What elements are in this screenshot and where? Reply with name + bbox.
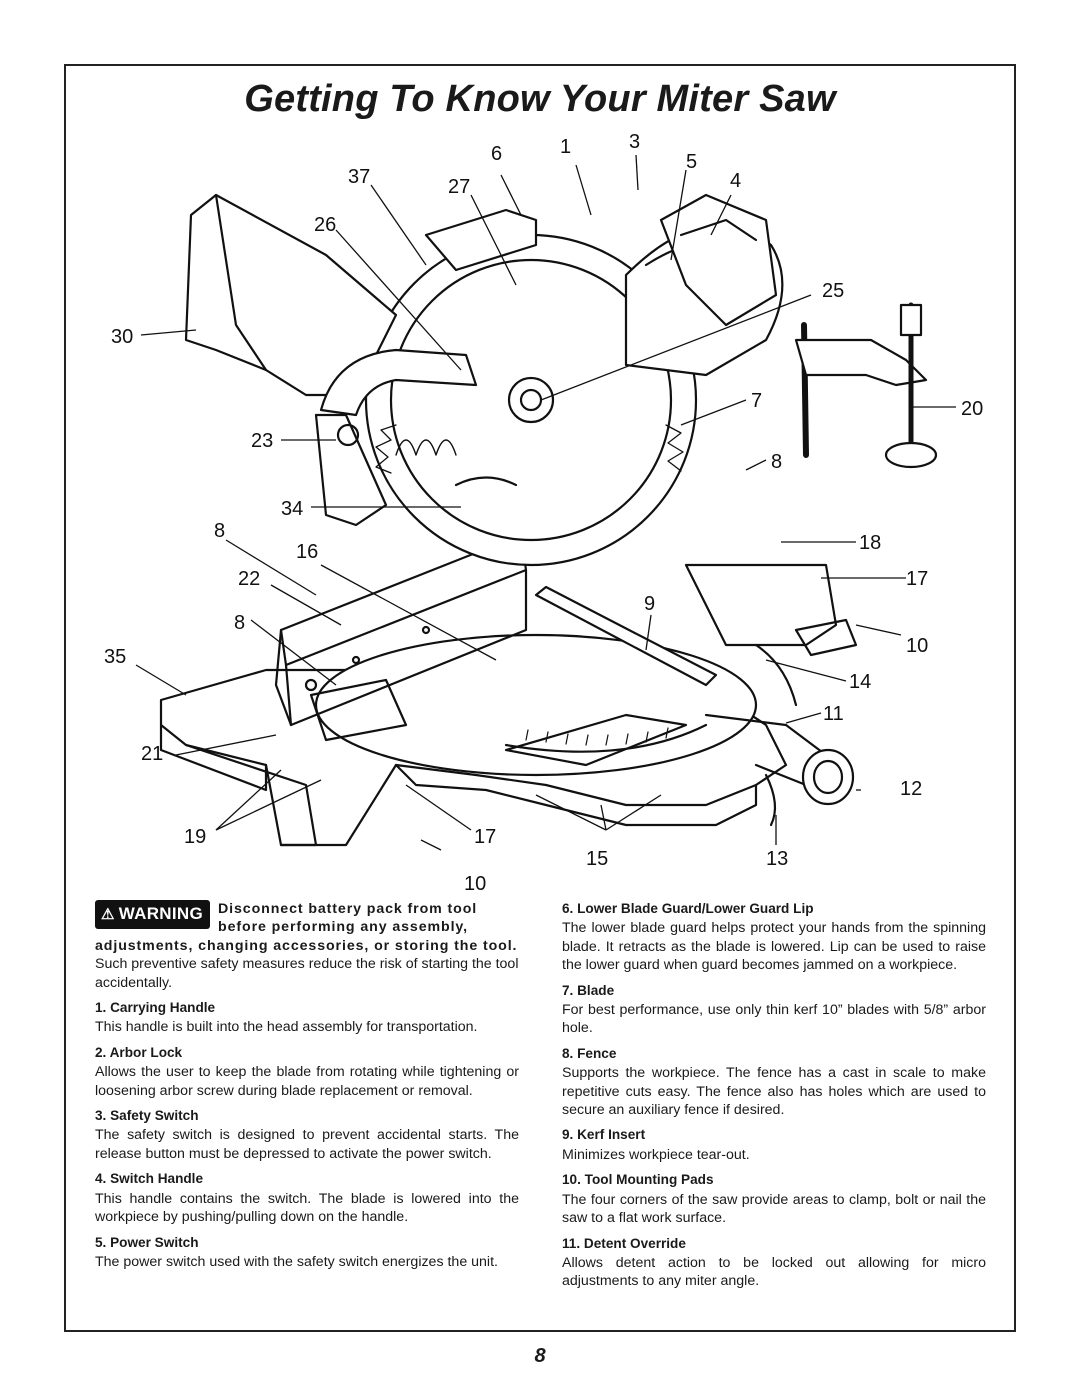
callout-18: 18	[859, 532, 881, 554]
feature-title: 4. Switch Handle	[95, 1171, 204, 1187]
feature-description: Allows detent action to be locked out al…	[562, 1254, 986, 1290]
callout-11: 11	[823, 703, 844, 725]
callout-12: 12	[900, 778, 922, 800]
callout-35: 35	[104, 646, 126, 668]
left-column: ⚠WARNING Disconnect battery pack from to…	[95, 900, 519, 1271]
feature-item: 11. Detent Override Allows detent action…	[562, 1235, 986, 1291]
callout-5: 5	[686, 151, 697, 173]
warning-block: ⚠WARNING Disconnect battery pack from to…	[95, 900, 519, 992]
feature-title: 8. Fence	[562, 1045, 617, 1061]
miter-saw-illustration: 37 26 30 23 34 8 16 22 8 35 21 19 6 27 1…	[104, 131, 983, 895]
feature-description: The four corners of the saw provide area…	[562, 1191, 986, 1227]
feature-description: Minimizes workpiece tear-out.	[562, 1146, 750, 1163]
feature-title: 5. Power Switch	[95, 1234, 199, 1250]
warning-text: Disconnect battery pack from tool before…	[95, 900, 519, 992]
feature-item: 8. Fence Supports the workpiece. The fen…	[562, 1045, 986, 1120]
feature-title: 9. Kerf Insert	[562, 1127, 646, 1143]
callout-26: 26	[314, 214, 336, 236]
page-title: Getting To Know Your Miter Saw	[244, 78, 836, 120]
callout-3: 3	[629, 131, 640, 153]
callout-17-right: 17	[906, 568, 928, 590]
feature-title: 10. Tool Mounting Pads	[562, 1172, 714, 1188]
feature-description: Allows the user to keep the blade from r…	[95, 1064, 519, 1099]
callout-17-bottom: 17	[474, 826, 496, 848]
callout-37: 37	[348, 166, 370, 188]
callout-13: 13	[766, 848, 788, 870]
callout-8-right: 8	[771, 451, 782, 473]
feature-description: This handle contains the switch. The bla…	[95, 1190, 519, 1226]
miter-saw-diagram: 37 26 30 23 34 8 16 22 8 35 21 19 6 27 1…	[66, 125, 1014, 895]
warning-plain-text: Such preventive safety measures reduce t…	[95, 956, 519, 991]
warning-badge: ⚠WARNING	[95, 900, 211, 929]
callout-34: 34	[281, 498, 303, 520]
feature-description: This handle is built into the head assem…	[95, 1019, 478, 1036]
callout-16: 16	[296, 541, 318, 563]
callout-10-right: 10	[906, 635, 928, 657]
callout-30: 30	[111, 326, 133, 348]
page-number: 8	[534, 1345, 546, 1367]
feature-description: The safety switch is designed to prevent…	[95, 1127, 519, 1162]
page-border	[64, 64, 1016, 1332]
feature-item: 7. Blade For best performance, use only …	[562, 982, 986, 1038]
callout-15: 15	[586, 848, 608, 870]
feature-title: 2. Arbor Lock	[95, 1044, 183, 1060]
callout-21: 21	[141, 743, 163, 765]
callout-20: 20	[961, 398, 983, 420]
callout-25: 25	[822, 280, 844, 302]
callout-27: 27	[448, 176, 470, 198]
callout-6: 6	[491, 143, 502, 165]
feature-item: 5. Power Switch The power switch used wi…	[95, 1234, 519, 1272]
callout-8-left-upper: 8	[214, 520, 225, 542]
feature-title: 11. Detent Override	[562, 1235, 686, 1251]
callout-23: 23	[251, 430, 273, 452]
feature-description: Supports the workpiece. The fence has a …	[562, 1065, 986, 1119]
callout-9: 9	[644, 593, 655, 615]
feature-title: 3. Safety Switch	[95, 1108, 199, 1124]
feature-description: The lower blade guard helps protect your…	[562, 920, 986, 974]
feature-title: 1. Carrying Handle	[95, 1000, 216, 1016]
feature-item: 2. Arbor Lock Allows the user to keep th…	[95, 1044, 519, 1100]
feature-item: 3. Safety Switch The safety switch is de…	[95, 1107, 519, 1163]
feature-item: 6. Lower Blade Guard/Lower Guard Lip The…	[562, 900, 986, 975]
callout-1: 1	[560, 136, 571, 158]
callout-14: 14	[849, 671, 871, 693]
callout-7: 7	[751, 390, 762, 412]
feature-description: The power switch used with the safety sw…	[95, 1253, 498, 1270]
callout-4: 4	[730, 170, 741, 192]
feature-title: 7. Blade	[562, 982, 615, 998]
callout-22: 22	[238, 568, 260, 590]
callout-10-bottom: 10	[464, 873, 486, 895]
feature-title: 6. Lower Blade Guard/Lower Guard Lip	[562, 901, 814, 916]
warning-triangle-icon: ⚠	[101, 906, 115, 923]
callout-8-left-lower: 8	[234, 612, 245, 634]
right-column: 6. Lower Blade Guard/Lower Guard Lip The…	[562, 900, 986, 1291]
feature-item: 1. Carrying Handle This handle is built …	[95, 999, 519, 1037]
feature-item: 4. Switch Handle This handle contains th…	[95, 1170, 519, 1226]
feature-item: 9. Kerf Insert Minimizes workpiece tear-…	[562, 1126, 986, 1164]
callout-19: 19	[184, 826, 206, 848]
feature-description: For best performance, use only thin kerf…	[562, 1002, 986, 1037]
warning-bold-text: Disconnect battery pack from tool before…	[95, 901, 518, 954]
feature-item: 10. Tool Mounting Pads The four corners …	[562, 1171, 986, 1227]
warning-badge-label: WARNING	[118, 904, 204, 923]
